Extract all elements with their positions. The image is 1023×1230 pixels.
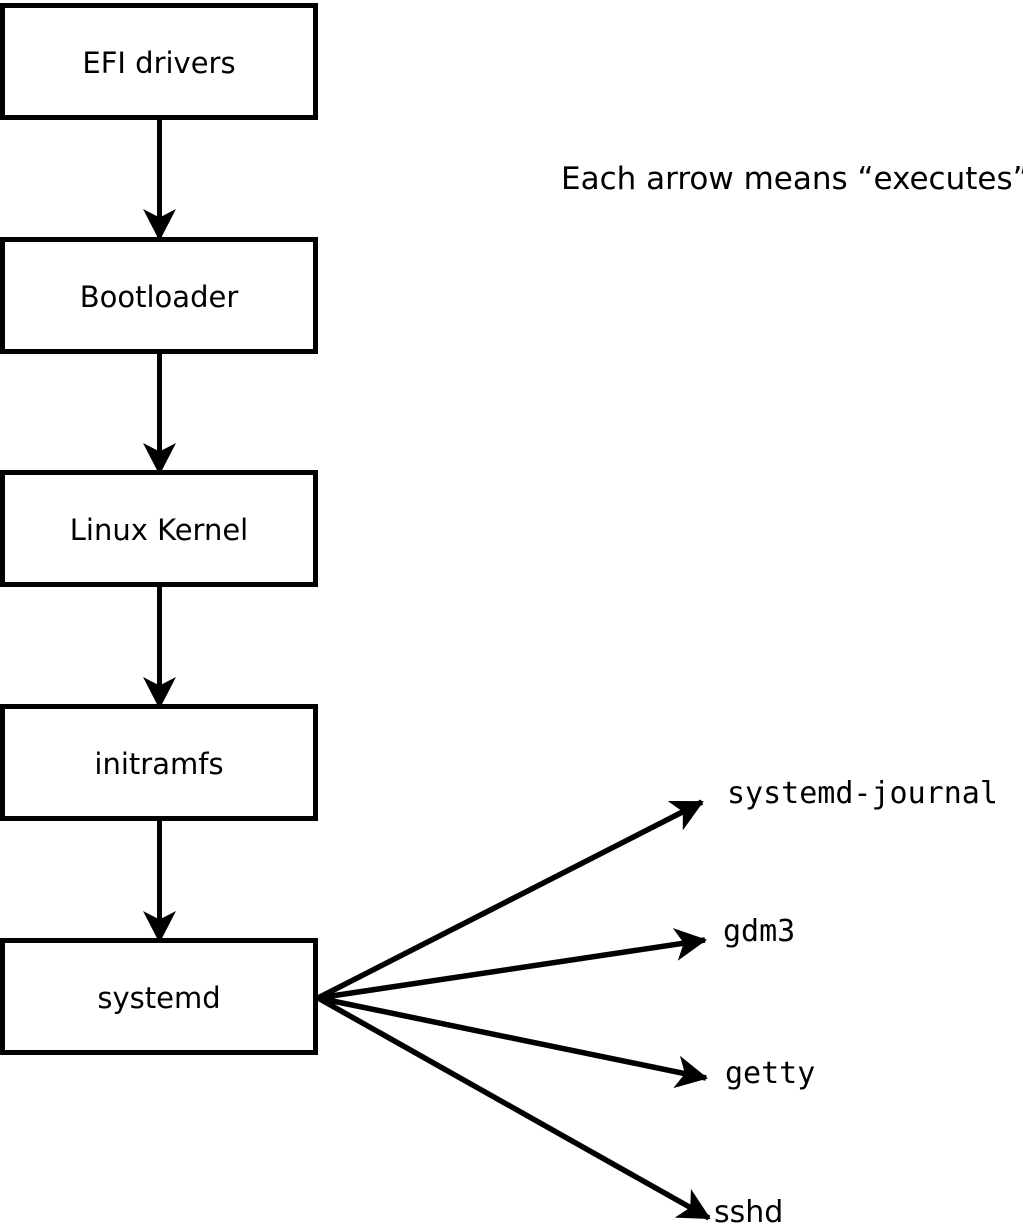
- node-initramfs: initramfs: [0, 704, 318, 821]
- node-bootloader: Bootloader: [0, 237, 318, 354]
- note-arrow-meaning: Each arrow means “executes”.: [561, 161, 1023, 197]
- node-efi-drivers-label: EFI drivers: [82, 46, 235, 80]
- node-initramfs-box: [0, 704, 318, 821]
- label-sshd: sshd: [714, 1195, 783, 1230]
- node-linux-kernel: Linux Kernel: [0, 470, 318, 587]
- node-linux-kernel-label: Linux Kernel: [70, 513, 248, 547]
- arrow-systemd-to-getty: [317, 995, 708, 1089]
- label-systemd-journal: systemd-journal: [727, 776, 998, 811]
- node-initramfs-label: initramfs: [94, 747, 223, 781]
- arrow-systemd-to-gdm3: [317, 928, 707, 1001]
- node-systemd-box: [0, 938, 318, 1055]
- label-getty: getty: [725, 1056, 815, 1091]
- node-bootloader-box: [0, 237, 318, 354]
- node-systemd-label: systemd: [97, 981, 220, 1015]
- node-efi-drivers: EFI drivers: [0, 3, 318, 120]
- node-systemd: systemd: [0, 938, 318, 1055]
- arrow-systemd-to-sshd: [316, 995, 711, 1221]
- node-bootloader-label: Bootloader: [80, 280, 239, 314]
- label-gdm3: gdm3: [723, 914, 795, 949]
- arrow-systemd-to-journal: [316, 799, 704, 1001]
- node-efi-drivers-box: [0, 3, 318, 120]
